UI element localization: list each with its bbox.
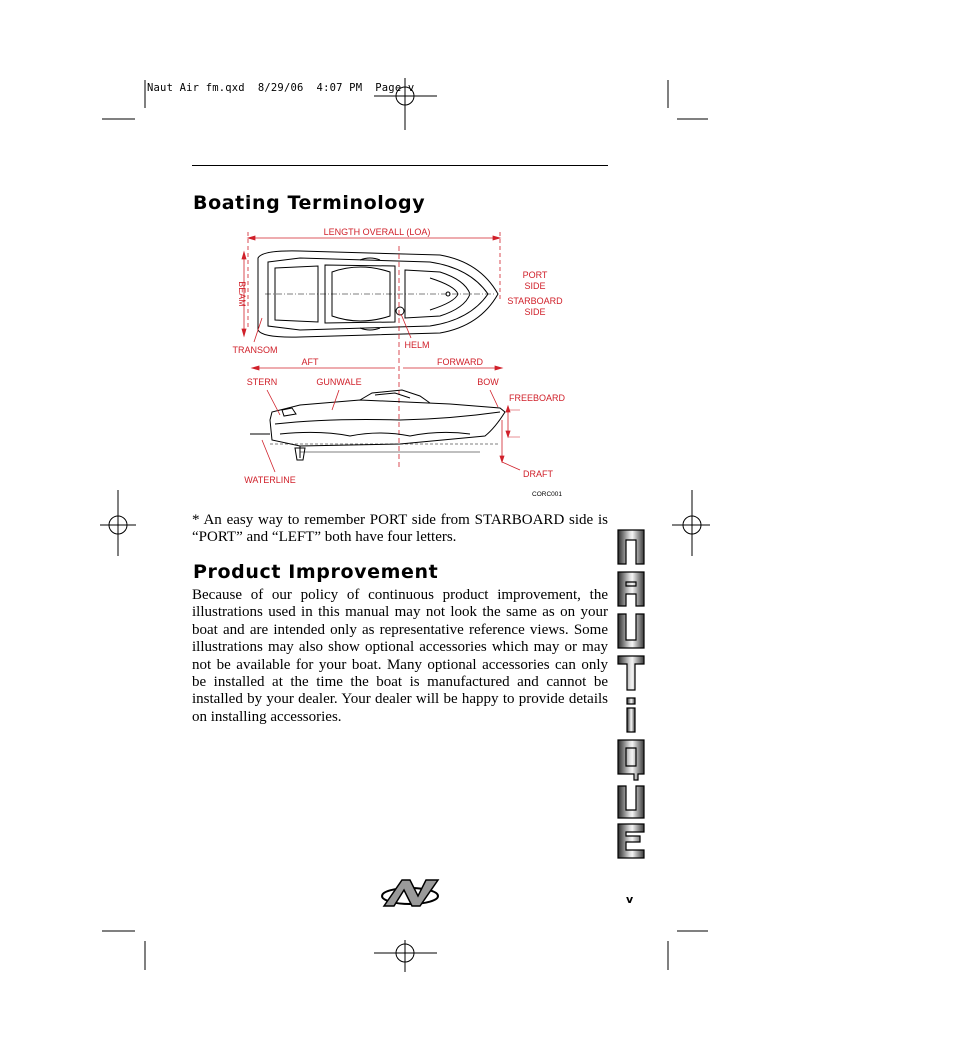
- gunwale-label: GUNWALE: [316, 377, 361, 387]
- section-title-product-improvement: Product Improvement: [193, 561, 439, 583]
- boat-terminology-diagram: LENGTH OVERALL (LOA) BEAM PORT SIDE STAR…: [233, 227, 566, 498]
- nautique-wordmark: [617, 529, 645, 859]
- port-label: PORT: [523, 270, 548, 280]
- beam-label: BEAM: [237, 281, 247, 307]
- loa-label: LENGTH OVERALL (LOA): [324, 227, 431, 237]
- section-title-boating-terminology: Boating Terminology: [193, 192, 426, 214]
- nautique-n-logo: [381, 879, 440, 907]
- forward-label: FORWARD: [437, 357, 483, 367]
- figure-code: CORC001: [532, 491, 562, 498]
- header-rule: [192, 165, 608, 166]
- bow-label: BOW: [477, 377, 499, 387]
- aft-label: AFT: [302, 357, 320, 367]
- page-number: v: [626, 893, 634, 906]
- waterline-label: WATERLINE: [244, 475, 296, 485]
- starboard-label: STARBOARD: [507, 296, 563, 306]
- draft-label: DRAFT: [523, 469, 553, 479]
- port-starboard-note: * An easy way to remember PORT side from…: [192, 512, 608, 546]
- freeboard-label: FREEBOARD: [509, 393, 566, 403]
- transom-label: TRANSOM: [233, 345, 278, 355]
- starboard-side-label: SIDE: [524, 307, 545, 317]
- port-side-label: SIDE: [524, 281, 545, 291]
- stern-label: STERN: [247, 377, 278, 387]
- file-slug: Naut Air fm.qxd 8/29/06 4:07 PM Page v: [147, 82, 415, 94]
- product-improvement-body: Because of our policy of continuous prod…: [192, 587, 608, 725]
- helm-label: HELM: [404, 340, 429, 350]
